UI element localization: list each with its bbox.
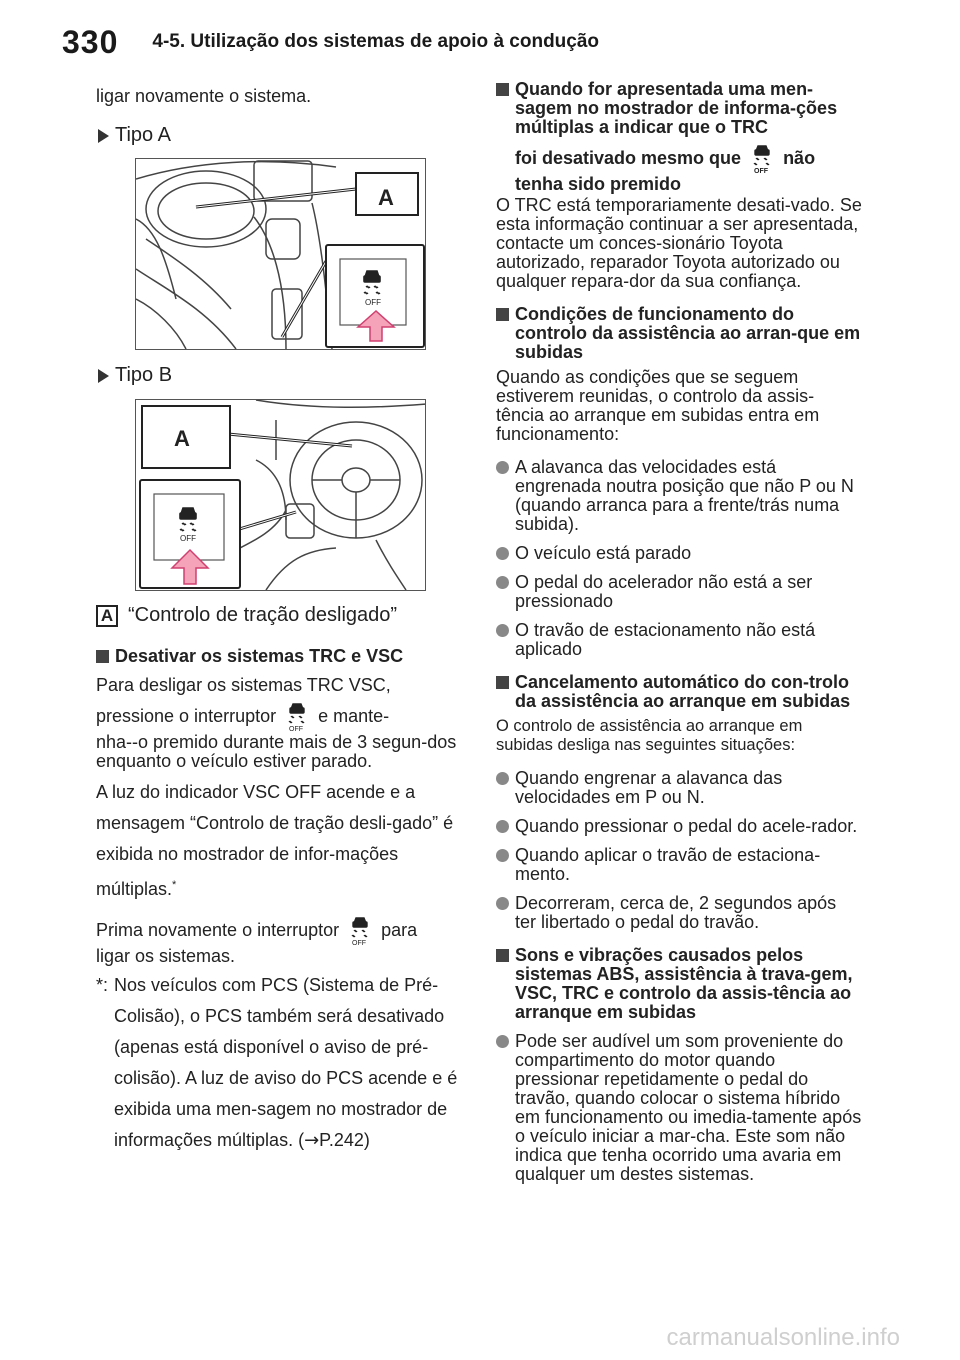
circle-bullet-icon — [496, 547, 509, 560]
right-column: Quando for apresentada uma men-sagem no … — [496, 80, 862, 1184]
left-column: ligar novamente o sistema. Tipo A — [96, 80, 462, 1156]
circle-bullet-icon — [496, 1035, 509, 1048]
callout-letter: A — [96, 604, 118, 627]
callout-text: “Controlo de tração desligado” — [128, 604, 398, 626]
triangle-bullet-icon — [98, 128, 109, 143]
trc-off-switch-icon: OFF — [745, 143, 779, 175]
square-bullet-icon — [496, 676, 509, 689]
type-a-label: Tipo A — [98, 124, 462, 147]
heading-auto-cancel: Cancelamento automático do con-trolo da … — [496, 673, 862, 711]
svg-text:OFF: OFF — [180, 534, 196, 543]
circle-bullet-icon — [496, 624, 509, 637]
para-auto-cancel: O controlo de assistência ao arranque em… — [496, 717, 803, 754]
dashboard-illustration-type-b: A OFF — [139, 400, 425, 590]
circle-bullet-icon — [496, 897, 509, 910]
circle-bullet-icon — [496, 849, 509, 862]
page-ref-link[interactable]: P.242) — [319, 1130, 370, 1150]
list-item: Quando pressionar o pedal do acele-rador… — [496, 817, 862, 836]
heading-disable-trc-vsc: Desativar os sistemas TRC e VSC — [96, 647, 462, 666]
callout-a: A “Controlo de tração desligado” — [96, 604, 462, 627]
para3: Prima novamente o interruptor OFF para — [96, 915, 462, 947]
heading-trc-message: Quando for apresentada uma men-sagem no … — [496, 80, 862, 194]
triangle-bullet-icon — [98, 368, 109, 383]
footnote: *: Nos veículos com PCS (Sistema de Pré-… — [96, 975, 458, 1151]
circle-bullet-icon — [496, 576, 509, 589]
para1-line1: Para desligar os sistemas TRC VSC, — [96, 675, 391, 695]
figure-type-b: A OFF — [135, 399, 426, 591]
trc-off-switch-icon: OFF — [343, 915, 377, 947]
type-b-label: Tipo B — [98, 364, 462, 387]
intro-text: ligar novamente o sistema. — [96, 86, 312, 106]
para3-rest: ligar os sistemas. — [96, 946, 236, 966]
svg-text:OFF: OFF — [754, 168, 769, 175]
square-bullet-icon — [496, 83, 509, 96]
list-item: O veículo está parado — [496, 544, 862, 563]
type-b-text: Tipo B — [115, 364, 173, 386]
dashboard-illustration-type-a: A OFF — [136, 160, 425, 349]
svg-text:OFF: OFF — [365, 298, 381, 307]
list-item: Decorreram, cerca de, 2 segundos após te… — [496, 894, 862, 932]
para-hill-start: Quando as condições que se seguem estive… — [496, 367, 820, 444]
square-bullet-icon — [496, 308, 509, 321]
list-item: Pode ser audível um som proveniente do c… — [496, 1032, 862, 1184]
svg-text:OFF: OFF — [289, 726, 303, 733]
list-item: Quando engrenar a alavanca das velocidad… — [496, 769, 862, 807]
para1: pressione o interruptor OFF e mante- — [96, 701, 462, 733]
square-bullet-icon — [496, 949, 509, 962]
svg-text:OFF: OFF — [352, 940, 366, 947]
square-bullet-icon — [96, 650, 109, 663]
list-item: Quando aplicar o travão de estaciona-men… — [496, 846, 862, 884]
list-item: O travão de estacionamento não está apli… — [496, 621, 862, 659]
circle-bullet-icon — [496, 820, 509, 833]
page-header: 330 4-5. Utilização dos sistemas de apoi… — [62, 22, 599, 62]
type-a-text: Tipo A — [115, 124, 171, 146]
para2: A luz do indicador VSC OFF acende e a me… — [96, 782, 454, 899]
svg-text:A: A — [174, 426, 190, 451]
heading-hill-start-conditions: Condições de funcionamento do controlo d… — [496, 305, 862, 362]
list-item: A alavanca das velocidades está engrenad… — [496, 458, 862, 534]
list-item: O pedal do acelerador não está a ser pre… — [496, 573, 862, 611]
page-number: 330 — [62, 23, 119, 60]
trc-off-switch-icon: OFF — [280, 701, 314, 733]
heading-sounds-vibrations: Sons e vibrações causados pelos sistemas… — [496, 946, 862, 1022]
section-title: 4-5. Utilização dos sistemas de apoio à … — [152, 31, 600, 52]
para1-rest: nha--o premido durante mais de 3 segun-d… — [96, 732, 457, 771]
figure-type-a: A OFF — [135, 158, 426, 350]
circle-bullet-icon — [496, 772, 509, 785]
figure-a-label: A — [378, 185, 394, 210]
watermark: carmanualsonline.info — [666, 1324, 900, 1351]
circle-bullet-icon — [496, 461, 509, 474]
para-trc: O TRC está temporariamente desati-vado. … — [496, 195, 862, 291]
